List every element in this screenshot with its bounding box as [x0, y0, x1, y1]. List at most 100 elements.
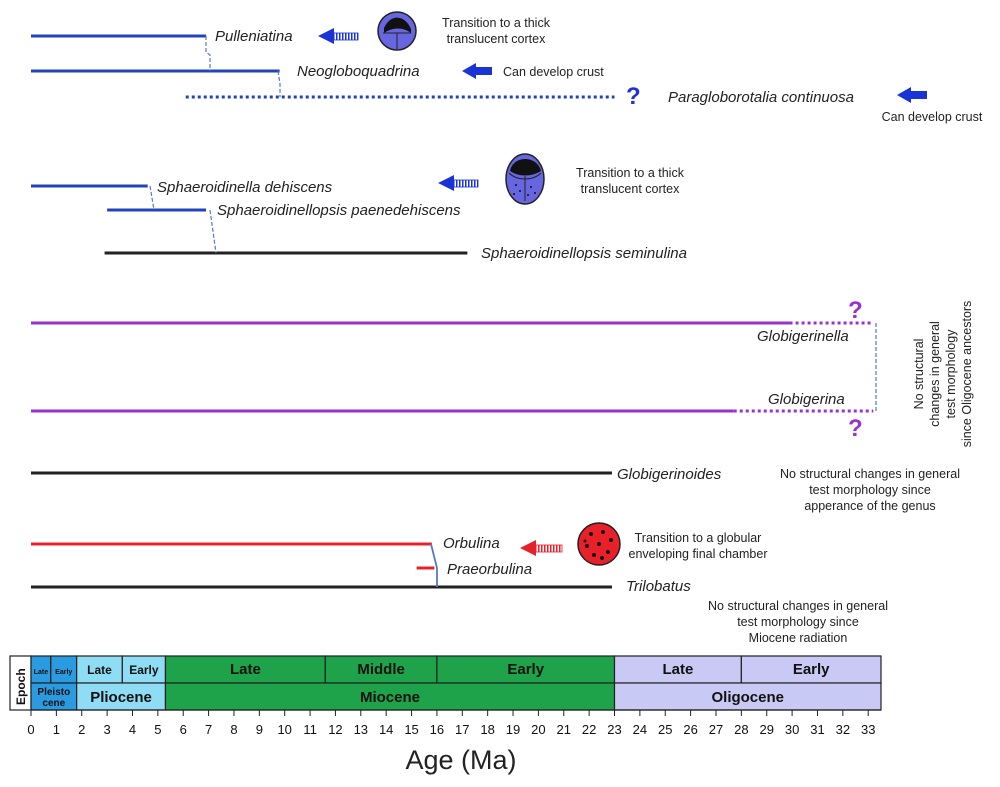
tick-label-32: 32	[836, 722, 850, 737]
link-orbulina	[430, 543, 438, 587]
tick-label-30: 30	[785, 722, 799, 737]
subepoch-cell-1	[50, 655, 78, 684]
label-sphaeroidinellopsis-seminulina: Sphaeroidinellopsis seminulina	[481, 245, 687, 262]
epoch-label-3: Oligocene	[711, 689, 784, 706]
tick-label-31: 31	[810, 722, 824, 737]
arrow-paragloborotalia	[897, 87, 927, 103]
label-sphaeroidinellopsis-paenedehiscens: Sphaeroidinellopsis paenedehiscens	[217, 202, 461, 219]
label-globigerinoides: Globigerinoides	[617, 466, 722, 483]
subepoch-label-8: Early	[793, 661, 830, 678]
tick-label-28: 28	[734, 722, 748, 737]
label-pulleniatina: Pulleniatina	[215, 28, 293, 45]
epoch-cell-1	[76, 682, 167, 711]
tick-label-9: 9	[256, 722, 263, 737]
tick-label-2: 2	[78, 722, 85, 737]
tick-label-19: 19	[506, 722, 520, 737]
tick-label-7: 7	[205, 722, 212, 737]
subepoch-label-6: Early	[507, 661, 544, 678]
tick-label-24: 24	[633, 722, 647, 737]
tick-label-11: 11	[303, 722, 317, 737]
tick-label-25: 25	[658, 722, 672, 737]
tick-label-26: 26	[683, 722, 697, 737]
tick-label-0: 0	[27, 722, 34, 737]
pulleniatina-cell-icon	[377, 11, 417, 51]
ancestor-links	[149, 36, 877, 587]
arrow-orbulina	[520, 540, 563, 556]
tick-label-18: 18	[480, 722, 494, 737]
tick-label-29: 29	[759, 722, 773, 737]
epoch-row-label: Epoch	[14, 668, 28, 705]
epoch-cell-2	[164, 682, 616, 711]
tick-label-20: 20	[531, 722, 545, 737]
subepoch-label-1: Early	[55, 669, 72, 676]
tick-label-17: 17	[455, 722, 469, 737]
arrows	[318, 28, 927, 556]
epoch-label-0-1: cene	[42, 698, 65, 709]
link-neogloboquadrina	[277, 70, 281, 97]
tick-label-21: 21	[557, 722, 571, 737]
taxon-ranges	[31, 34, 874, 589]
epoch-label-1: Pliocene	[90, 689, 152, 706]
label-orbulina: Orbulina	[443, 535, 500, 552]
tick-label-6: 6	[180, 722, 187, 737]
link-sphaeroidinella	[149, 185, 155, 211]
tick-label-1: 1	[53, 722, 60, 737]
tick-label-22: 22	[582, 722, 596, 737]
tick-label-13: 13	[354, 722, 368, 737]
tick-label-16: 16	[430, 722, 444, 737]
arrow-neogloboquadrina	[462, 63, 492, 79]
sphaeroidinella-cell-icon	[505, 153, 545, 205]
subepoch-label-7: Late	[663, 661, 694, 678]
question-mark-paragloborotalia: ?	[626, 83, 641, 110]
label-globigerina: Globigerina	[768, 391, 845, 408]
subepoch-label-4: Late	[230, 661, 261, 678]
subepoch-label-3: Early	[129, 663, 159, 677]
link-pulleniatina	[205, 36, 211, 71]
link-sphaeroidinellopsis	[209, 209, 217, 254]
subepoch-cell-8	[740, 655, 882, 684]
taxon-labels: Pulleniatina Neogloboquadrina Paraglobor…	[157, 28, 854, 595]
tick-label-12: 12	[328, 722, 342, 737]
test-morphology-icons	[377, 11, 621, 566]
tick-label-23: 23	[607, 722, 621, 737]
tick-label-8: 8	[230, 722, 237, 737]
label-praeorbulina: Praeorbulina	[447, 561, 532, 578]
label-sphaeroidinella: Sphaeroidinella dehiscens	[157, 179, 333, 196]
subepoch-label-0: Late	[34, 669, 49, 676]
arrow-pulleniatina	[318, 28, 359, 44]
label-globigerinella: Globigerinella	[757, 328, 849, 345]
tick-label-15: 15	[404, 722, 418, 737]
note-neogloboquadrina: Can develop crust	[503, 65, 604, 79]
tick-label-10: 10	[277, 722, 291, 737]
subepoch-label-5: Middle	[357, 661, 405, 678]
note-paragloborotalia: Can develop crust	[882, 110, 983, 124]
tick-label-27: 27	[709, 722, 723, 737]
uncertainty-marks: ? ? ?	[626, 83, 863, 442]
epoch-cell-3	[613, 682, 882, 711]
tick-label-4: 4	[129, 722, 136, 737]
tick-label-5: 5	[154, 722, 161, 737]
subepoch-label-2: Late	[87, 663, 112, 677]
orbulina-cell-icon	[577, 522, 621, 566]
label-neogloboquadrina: Neogloboquadrina	[297, 63, 420, 80]
epoch-label-2: Miocene	[360, 689, 420, 706]
tick-label-3: 3	[103, 722, 110, 737]
label-paragloborotalia: Paragloborotalia continuosa	[668, 89, 854, 106]
subepoch-cell-4	[164, 655, 326, 684]
axis-title: Age (Ma)	[405, 745, 516, 775]
subepoch-row: Late Early Late Early Late Middle Early Late Ear…	[30, 655, 882, 684]
arrow-sphaeroidinella	[438, 175, 479, 191]
subepoch-cell-7	[613, 655, 742, 684]
